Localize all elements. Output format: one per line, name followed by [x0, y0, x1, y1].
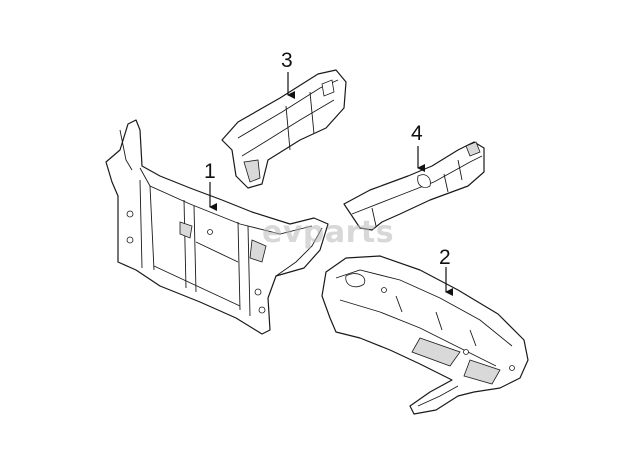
watermark: evparts	[262, 215, 394, 250]
callout-4: 4	[411, 122, 423, 145]
callout-3: 3	[281, 49, 293, 72]
callout-2: 2	[439, 246, 451, 269]
part-3-upper-deflector	[221, 69, 347, 189]
part-1-radiator-support	[105, 119, 329, 335]
callout-1: 1	[204, 160, 216, 183]
part-2-splash-shield	[321, 255, 529, 415]
